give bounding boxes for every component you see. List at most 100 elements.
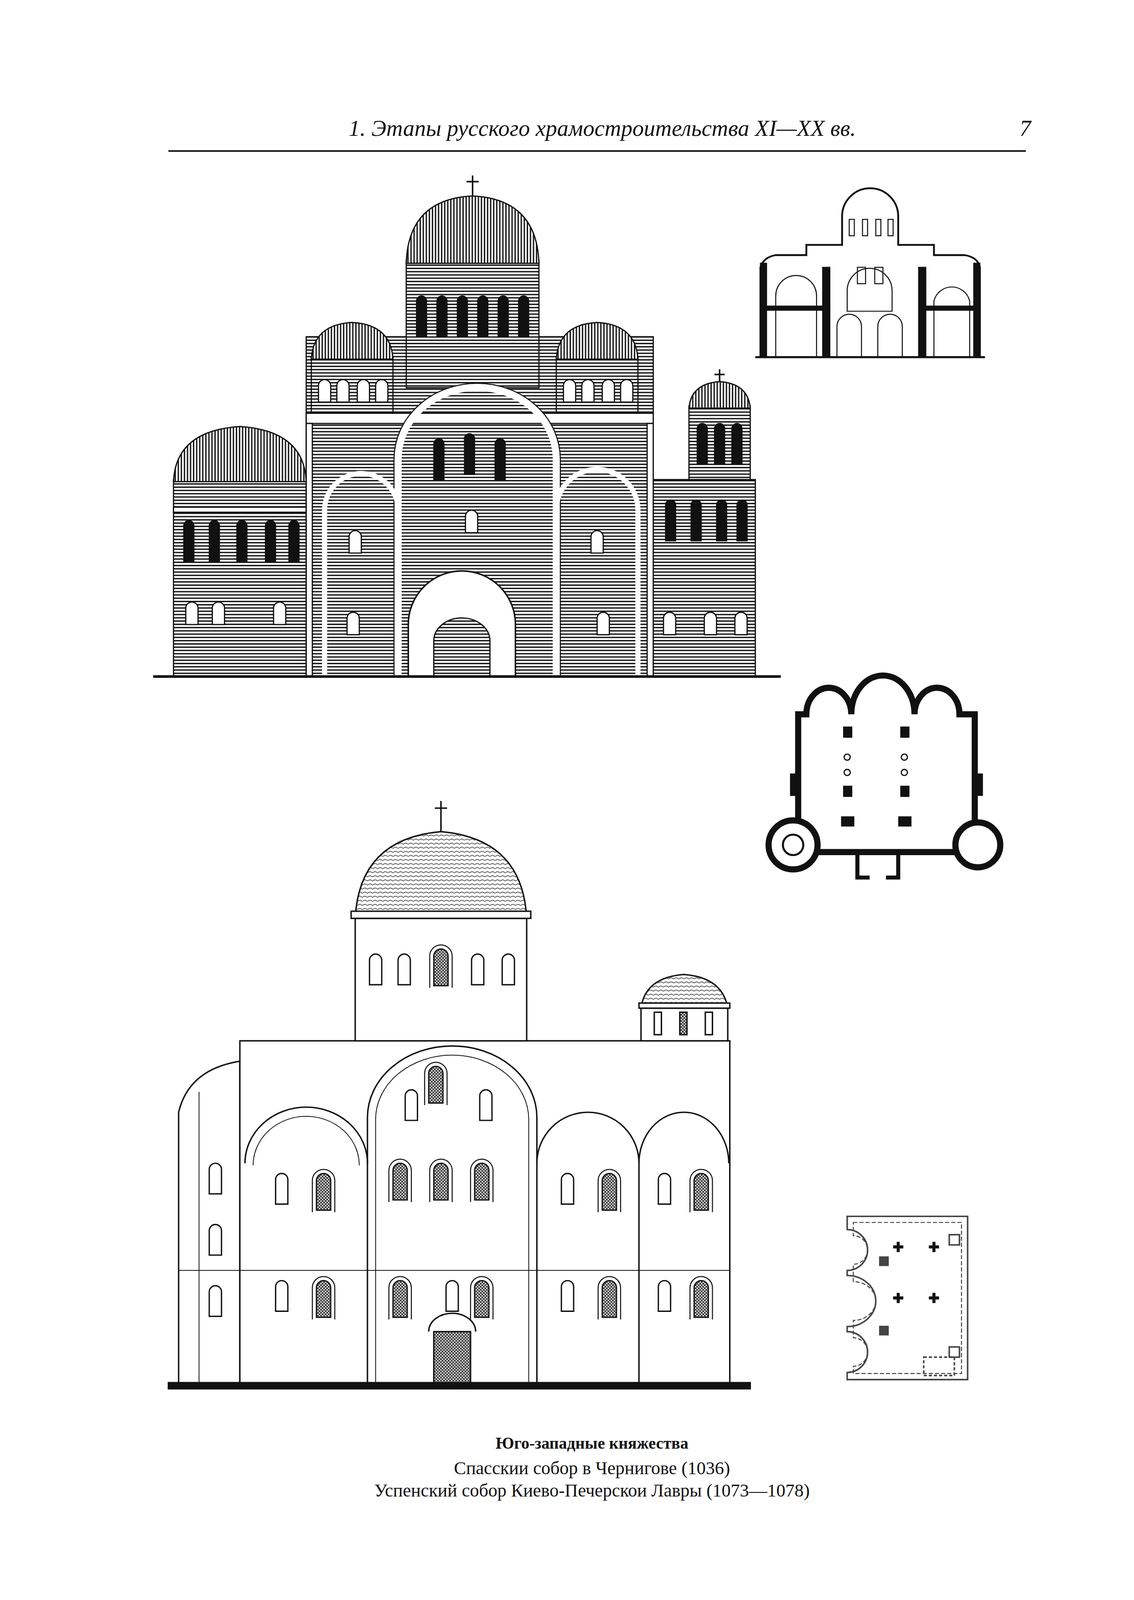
spassky-elevation [406,260,539,389]
uspensky-plan [949,1235,960,1246]
spassky-elevation [306,413,654,424]
uspensky-elevation [471,954,484,985]
spassky-elevation [183,520,194,562]
spassky-plan [898,816,912,827]
spassky-elevation [736,500,747,542]
spassky-elevation [265,520,276,562]
uspensky-elevation [689,1276,713,1320]
spassky-plan [841,816,855,827]
spassky-elevation [563,379,576,403]
spassky-elevation [714,369,725,382]
spassky-plan [857,852,899,878]
spassky-elevation [209,520,220,562]
uspensky-elevation [434,801,448,832]
uspensky-elevation [209,1224,222,1256]
uspensky-elevation [244,1107,368,1164]
spassky-elevation [735,612,748,635]
spassky-plan [768,820,818,870]
spassky-elevation [556,469,638,677]
spassky-plan [900,726,910,739]
spassky-section [888,219,894,236]
uspensky-elevation [638,1112,729,1164]
spassky-section [755,188,986,358]
spassky-elevation [173,426,307,482]
uspensky-elevation [705,1012,713,1036]
figure-caption: Успенский собор Киево-Печерскои Лавры (1… [285,1480,899,1502]
uspensky-elevation [428,1313,476,1332]
spassky-elevation [556,357,638,414]
uspensky-elevation [388,1276,412,1320]
uspensky-elevation [275,1173,288,1205]
spassky-elevation [653,479,756,677]
spassky-plan [844,754,850,761]
spassky-elevation [306,336,654,677]
spassky-section [847,268,892,312]
uspensky-elevation [355,831,527,919]
spassky-elevation [716,500,727,542]
spassky-plan [798,675,975,853]
spassky-elevation [375,379,389,403]
uspensky-elevation [405,1090,418,1121]
spassky-elevation [306,423,313,677]
uspensky-elevation [312,1169,335,1213]
spassky-elevation [324,473,399,677]
uspensky-elevation [424,1062,447,1106]
spassky-elevation [477,295,488,337]
spassky-elevation [357,379,370,403]
uspensky-plan [949,1347,960,1358]
spassky-elevation [433,439,444,481]
spassky-elevation [697,423,708,465]
uspensky-plan [880,1326,889,1336]
spassky-elevation [408,570,516,677]
uspensky-elevation [178,1270,731,1272]
spassky-elevation [466,175,479,197]
uspensky-elevation [658,1173,671,1205]
uspensky-elevation [312,1276,335,1320]
spassky-elevation [346,612,360,635]
spassky-elevation [416,295,427,337]
uspensky-elevation [689,1169,713,1213]
spassky-plan [843,726,853,739]
spassky-section [755,356,986,358]
spassky-elevation [688,381,751,409]
spassky-elevation [518,295,529,337]
caption-heading: Юго-западные княжества [336,1434,848,1454]
spassky-section [925,306,974,311]
spassky-plan [974,773,984,797]
uspensky-elevation [654,1012,662,1036]
spassky-elevation [212,602,225,625]
header-rule [168,150,1026,152]
spassky-section [822,267,830,358]
spassky-elevation [688,406,751,480]
uspensky-elevation [398,954,411,985]
spassky-elevation [236,520,247,562]
spassky-elevation [495,439,506,481]
spassky-section [918,267,927,358]
spassky-elevation [665,500,676,542]
uspensky-elevation [433,1331,471,1387]
spassky-elevation [311,322,394,360]
uspensky-elevation [536,1112,639,1164]
uspensky-plan [847,1216,968,1380]
spassky-elevation [318,379,331,403]
page-number: 7 [918,114,1031,142]
uspensky-elevation [561,1173,574,1205]
uspensky-plan [880,1257,889,1266]
spassky-section [862,219,868,236]
header-rule [168,150,1026,152]
uspensky-plan [853,1222,962,1374]
uspensky-elevation [638,1163,640,1387]
spassky-elevation [336,379,350,403]
spassky-elevation [647,423,653,677]
spassky-plan [782,834,804,856]
spassky-elevation [602,379,615,403]
spassky-elevation [289,520,300,562]
spassky-section [775,275,970,358]
spassky-elevation [714,423,725,465]
uspensky-elevation [388,1159,412,1203]
uspensky-plan [923,1357,955,1376]
spassky-elevation [406,196,539,264]
spassky-plan [901,769,908,776]
